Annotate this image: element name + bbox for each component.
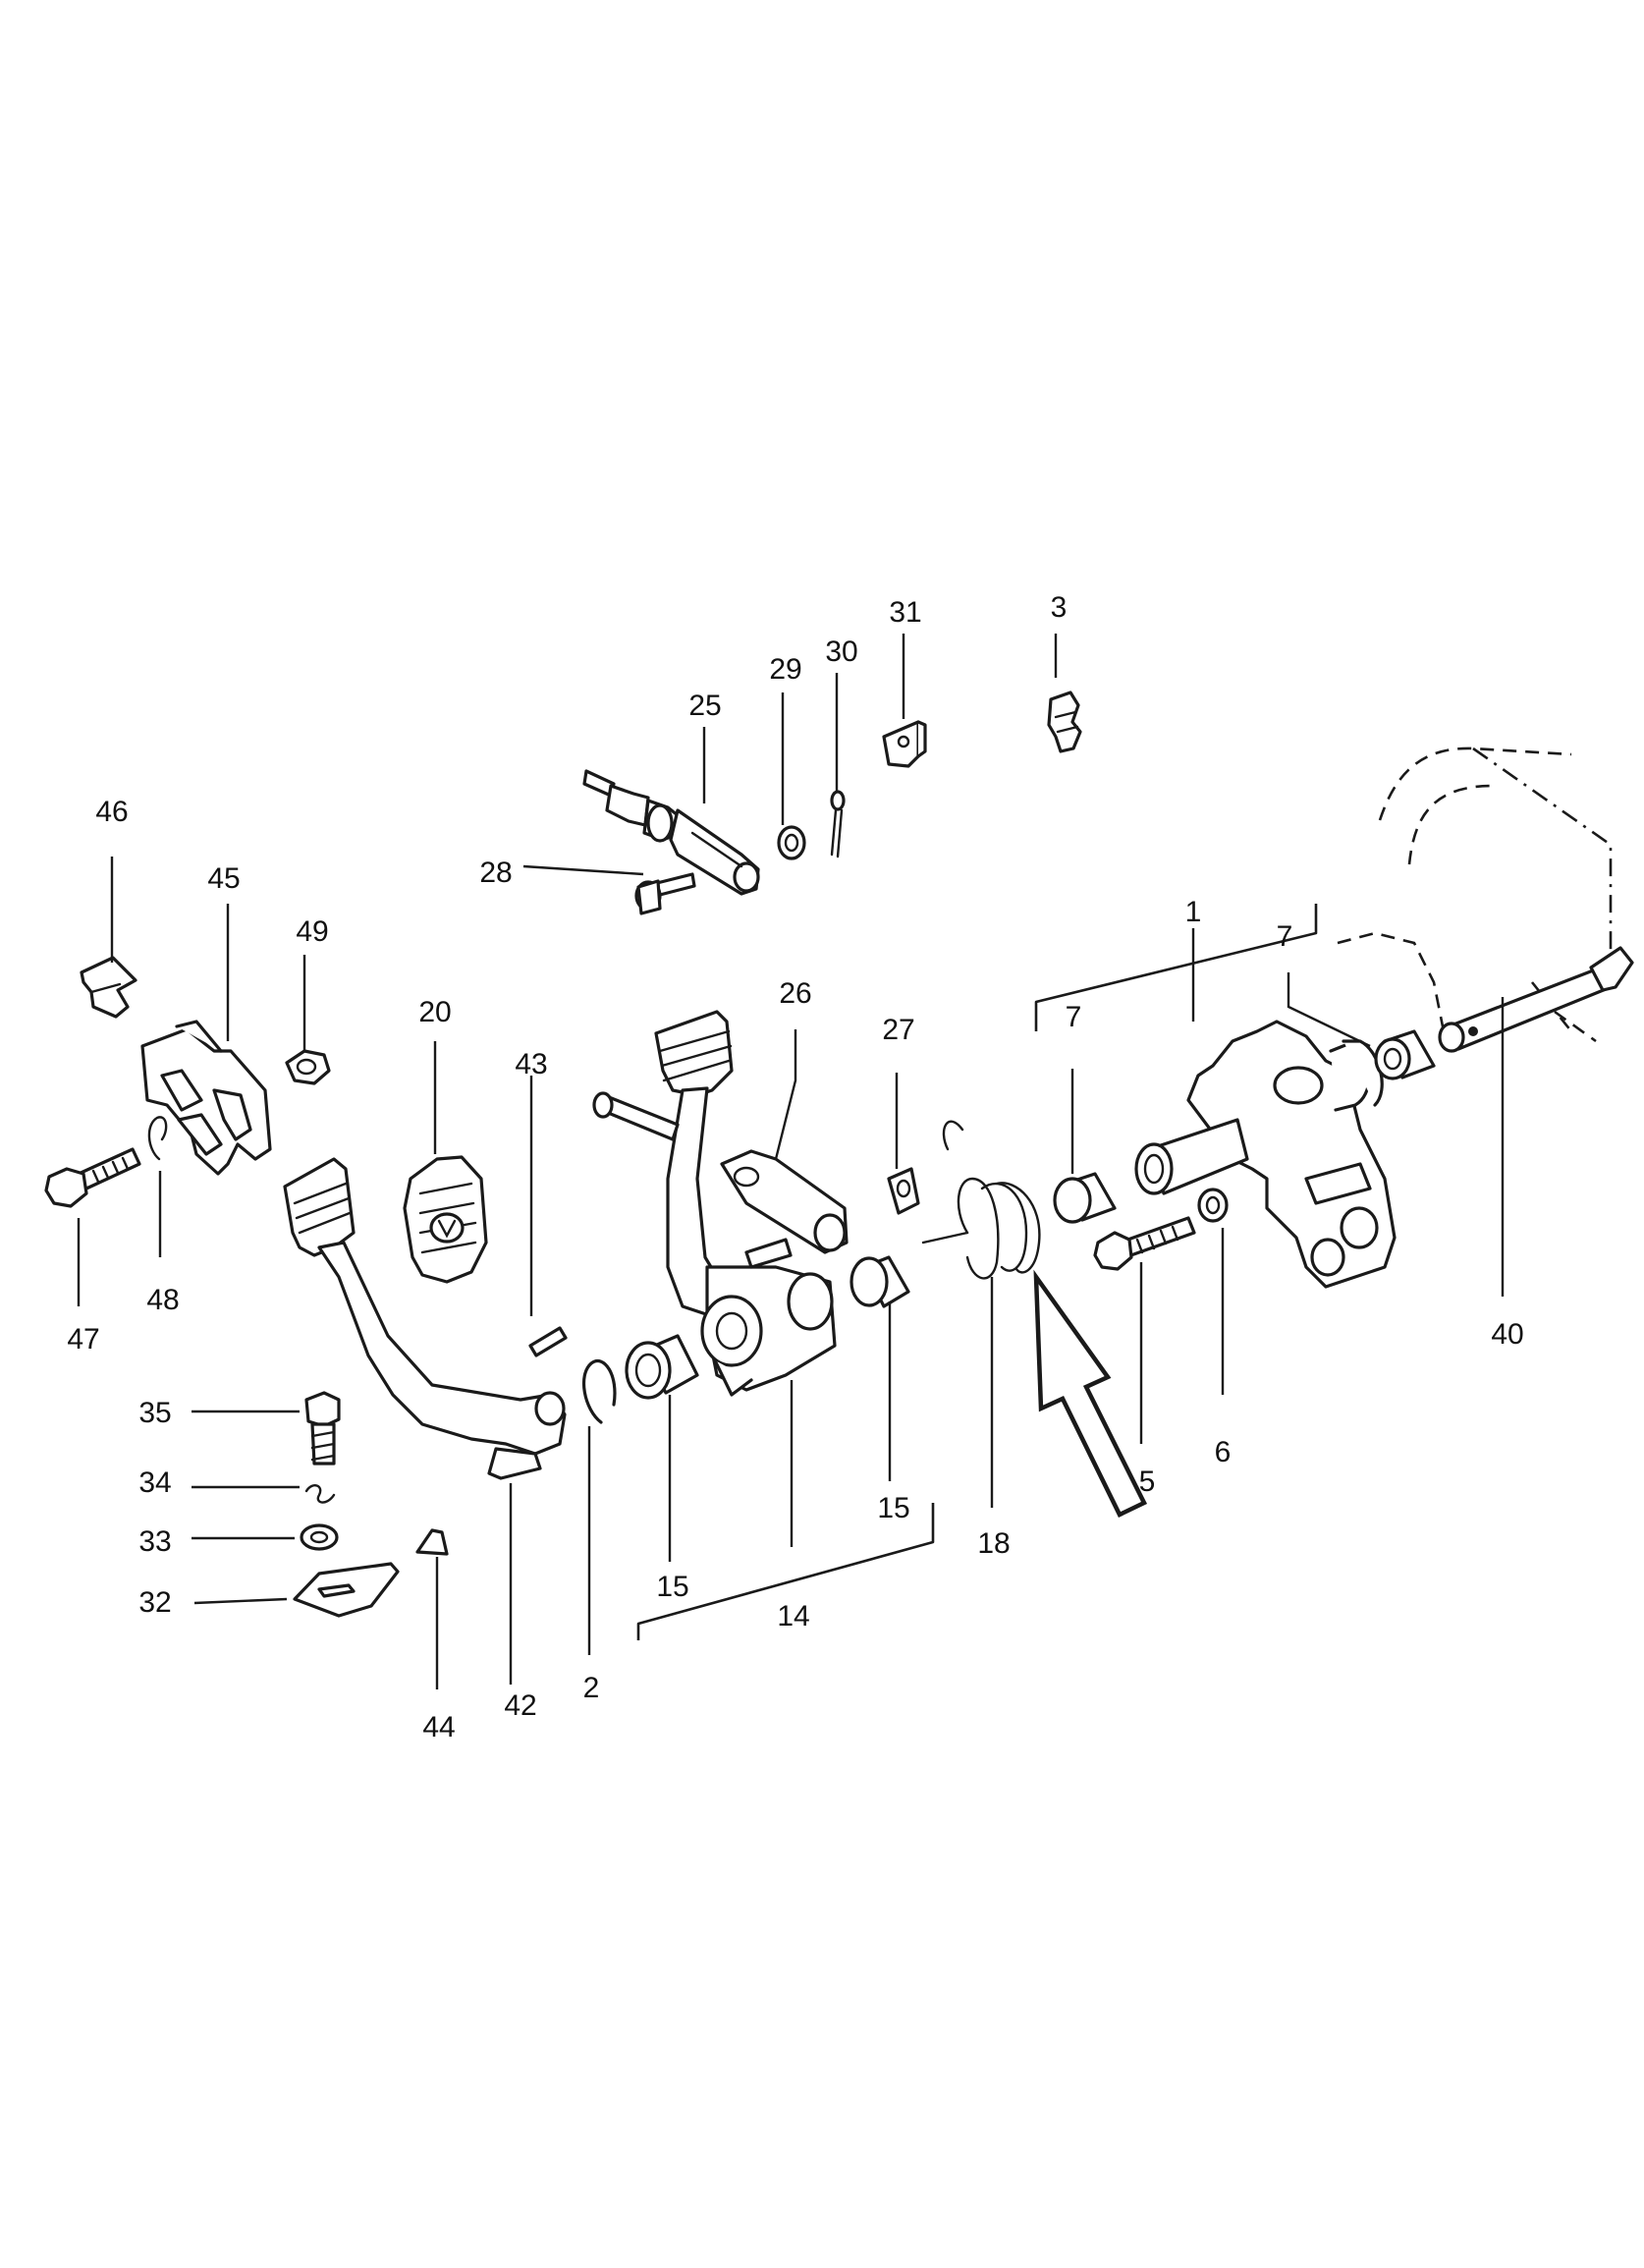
part-14-clutch-pedal: [592, 1010, 837, 1397]
part-2-circlip: [581, 1359, 617, 1424]
callout-18: 18: [977, 1527, 1010, 1560]
callout-27: 27: [882, 1014, 914, 1046]
callout-35: 35: [138, 1397, 171, 1429]
part-3-grease-nipple: [1047, 691, 1082, 753]
callout-43: 43: [515, 1048, 547, 1080]
part-34-lock-washer: [304, 1484, 336, 1504]
callout-7-outer: 7: [1277, 920, 1293, 953]
callout-5: 5: [1139, 1466, 1156, 1498]
callout-25: 25: [688, 690, 721, 722]
callout-3: 3: [1051, 591, 1068, 624]
part-46-clip: [80, 956, 137, 1019]
group-brackets: [636, 904, 1318, 1640]
part-45-stop-bracket: [140, 1020, 272, 1176]
callout-28: 28: [479, 857, 512, 889]
part-15-bushing-right: [849, 1255, 910, 1308]
part-5-bolt: [1093, 1216, 1196, 1271]
callout-15-right: 15: [877, 1492, 909, 1524]
leader-lines: [77, 634, 1505, 1689]
callout-29: 29: [769, 653, 801, 686]
part-31-clip: [882, 720, 927, 768]
part-20-pedal-pad: [403, 1155, 488, 1284]
part-42-pedal-lever: [283, 1157, 567, 1480]
callout-44: 44: [422, 1711, 455, 1743]
callout-2: 2: [583, 1672, 600, 1704]
callout-26: 26: [779, 977, 811, 1010]
callout-45: 45: [207, 862, 240, 895]
part-47-bolt: [44, 1147, 141, 1208]
part-7-bushing-outer: [1374, 1029, 1436, 1080]
part-49-nut: [285, 1049, 331, 1085]
callout-15-left: 15: [656, 1571, 688, 1603]
outline-up-arrow-icon: [1033, 1269, 1148, 1518]
part-18-return-spring: [921, 1120, 1041, 1280]
part-32-plate: [293, 1562, 400, 1618]
part-33-washer: [300, 1523, 339, 1551]
callout-48: 48: [146, 1284, 179, 1316]
part-44-wedge: [415, 1528, 449, 1556]
part-15-bushing-left: [625, 1334, 699, 1400]
callout-6: 6: [1215, 1436, 1232, 1468]
callout-42: 42: [504, 1689, 536, 1722]
callout-14: 14: [777, 1600, 809, 1632]
part-48-spring-clip: [147, 1116, 168, 1161]
callout-32: 32: [138, 1586, 171, 1619]
part-7-bushing-inner: [1053, 1172, 1117, 1224]
callout-49: 49: [296, 915, 328, 948]
part-43-roll-pin: [528, 1326, 568, 1357]
part-35-bolt: [304, 1391, 341, 1466]
callout-31: 31: [889, 596, 921, 629]
callout-7-inner: 7: [1066, 1001, 1082, 1033]
callout-20: 20: [418, 996, 451, 1028]
callout-47: 47: [67, 1323, 99, 1355]
callout-labels: 3 31 30 29 25 28 46 45 49 20 43 26 27 7 …: [67, 591, 1523, 1743]
part-28-clevis-pin: [634, 872, 696, 915]
part-27-bracket: [887, 1167, 920, 1215]
part-1-pedal-bracket: [1134, 1020, 1397, 1289]
part-25-clevis: [582, 769, 760, 896]
part-29-washer: [777, 825, 806, 860]
callout-46: 46: [95, 796, 128, 828]
callout-1: 1: [1185, 896, 1202, 928]
callout-34: 34: [138, 1466, 171, 1499]
part-26-arm: [720, 1149, 849, 1254]
part-6-washer: [1197, 1188, 1229, 1223]
part-30-split-pin: [830, 790, 846, 858]
part-40-shaft: [1438, 946, 1634, 1053]
callout-33: 33: [138, 1525, 171, 1558]
callout-30: 30: [825, 636, 857, 668]
callout-40: 40: [1491, 1318, 1523, 1351]
